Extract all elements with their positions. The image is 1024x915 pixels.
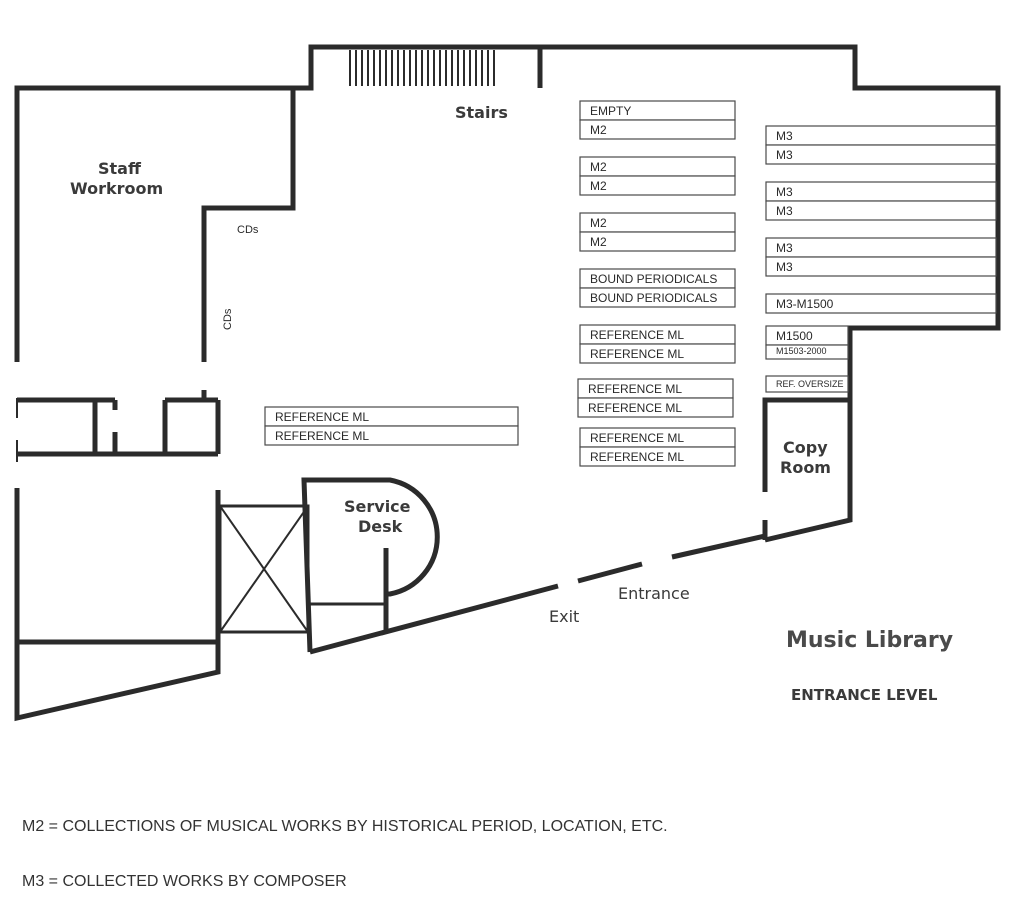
shelf-label: REFERENCE ML (588, 401, 682, 415)
shelf-label: BOUND PERIODICALS (590, 291, 717, 305)
shelf-label: M2 (590, 123, 607, 137)
map-title: Music Library (786, 628, 954, 653)
shelf-label: M2 (590, 160, 607, 174)
shelf-col-a: REFERENCE ML (579, 427, 736, 448)
shelf-col-a: BOUND PERIODICALS (579, 268, 736, 289)
shelf-label: M3-M1500 (776, 297, 834, 311)
floor-plan: Stairs Staff Workroom CDs CDs Service De… (14, 44, 1001, 722)
shelf-col-a: M2 (579, 231, 736, 252)
shelf-col-b: M3 (765, 181, 997, 202)
shelf-label: M2 (590, 216, 607, 230)
building-walls (14, 44, 1001, 722)
shelf-label: M3 (776, 185, 793, 199)
elevator-shaft (218, 504, 310, 634)
shelf-label: REFERENCE ML (275, 429, 369, 443)
service-desk (301, 477, 440, 653)
shelf-col-a: BOUND PERIODICALS (579, 287, 736, 308)
shelf-label: REFERENCE ML (590, 347, 684, 361)
entrance-label: Entrance (618, 584, 690, 603)
shelf-col-b: M3 (765, 256, 997, 277)
shelf-label: REF. OVERSIZE (776, 379, 844, 389)
shelf-label: M2 (590, 235, 607, 249)
shelf-col-a: REFERENCE ML (579, 446, 736, 467)
shelf-label: REFERENCE ML (590, 431, 684, 445)
cds-vertical-label: CDs (222, 308, 234, 330)
shelf-label: REFERENCE ML (588, 382, 682, 396)
shelf-col-a: EMPTY (579, 100, 736, 121)
shelf-col-a: REFERENCE ML (579, 343, 736, 364)
shelf-label: REFERENCE ML (590, 450, 684, 464)
copy-room-label: Copy (783, 438, 828, 457)
shelf-col-a: M2 (579, 119, 736, 140)
shelf-label: M3 (776, 148, 793, 162)
shelf-col-a: REFERENCE ML (579, 324, 736, 345)
shelf-label: REFERENCE ML (275, 410, 369, 424)
shelf-label: BOUND PERIODICALS (590, 272, 717, 286)
shelf-col-c: M1503-2000 (765, 344, 849, 360)
stairs-label: Stairs (455, 103, 508, 122)
copy-room-label-2: Room (780, 458, 831, 477)
shelf-col-b: M3 (765, 144, 997, 165)
shelf-label: M1500 (776, 329, 813, 343)
shelf-col-b: M3 (765, 237, 997, 258)
shelf-label: M3 (776, 129, 793, 143)
exit-label: Exit (549, 607, 579, 626)
shelf-col-a: M2 (579, 212, 736, 233)
shelf-col-a: M2 (579, 156, 736, 177)
staff-workroom-label-2: Workroom (70, 179, 163, 198)
shelf-label: REFERENCE ML (590, 328, 684, 342)
legend-m3: M3 = COLLECTED WORKS BY COMPOSER (22, 873, 347, 890)
service-desk-label-2: Desk (358, 517, 403, 536)
cds-label: CDs (237, 224, 259, 236)
service-desk-label: Service (344, 497, 411, 516)
shelf-col-a: REFERENCE ML (577, 378, 734, 399)
shelf-col-b: M3 (765, 200, 997, 221)
shelf-col-c: M1500 (765, 325, 849, 346)
map-subtitle: ENTRANCE LEVEL (791, 686, 938, 704)
staff-workroom-label: Staff (98, 159, 142, 178)
shelf-col-c: REF. OVERSIZE (765, 375, 849, 393)
shelf-left: REFERENCE ML (264, 425, 519, 446)
shelf-left: REFERENCE ML (264, 406, 519, 427)
stairs (349, 50, 495, 86)
legend-m2: M2 = COLLECTIONS OF MUSICAL WORKS BY HIS… (22, 818, 668, 835)
shelf-col-a: REFERENCE ML (577, 397, 734, 418)
shelf-label: M3 (776, 260, 793, 274)
shelf-col-a: M2 (579, 175, 736, 196)
shelf-label: M2 (590, 179, 607, 193)
shelf-label: EMPTY (590, 104, 631, 118)
shelf-col-b: M3-M1500 (765, 293, 997, 314)
shelf-label: M3 (776, 204, 793, 218)
shelf-label: M3 (776, 241, 793, 255)
shelf-col-b: M3 (765, 125, 997, 146)
shelf-label: M1503-2000 (776, 346, 827, 356)
